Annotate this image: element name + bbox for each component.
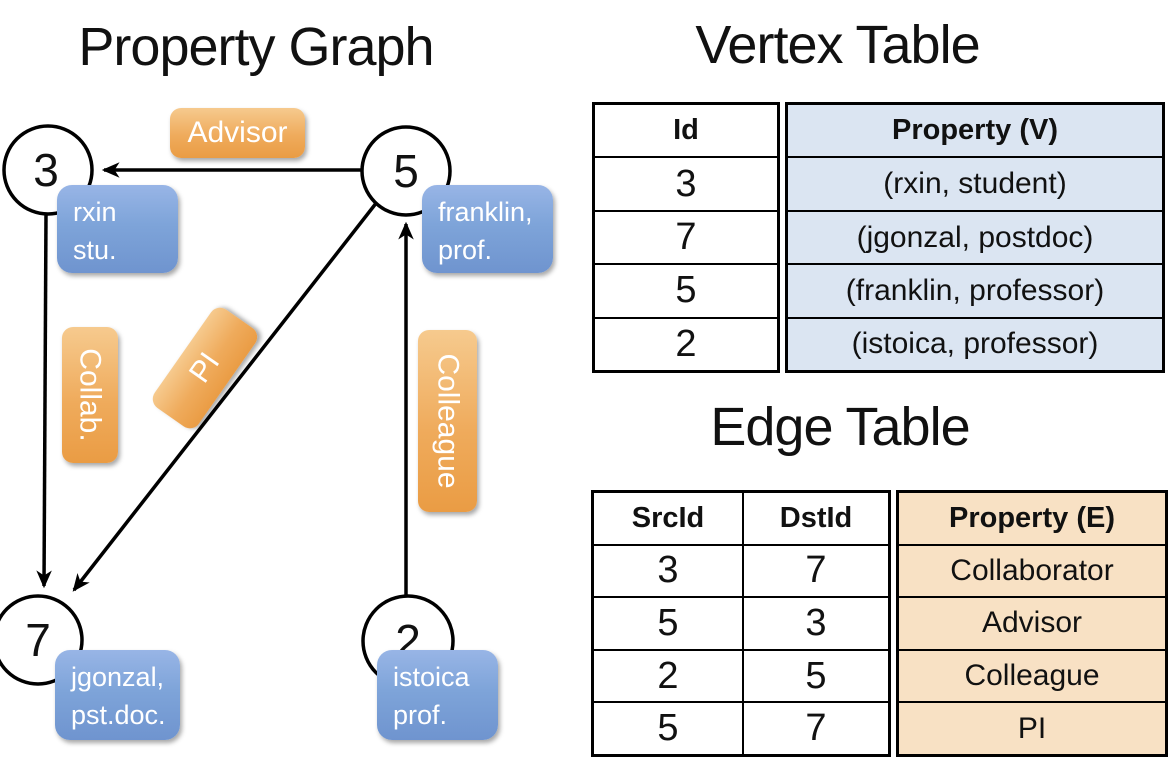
- vertex-table-id-cell: 2: [675, 322, 697, 365]
- edge-5-7: [72, 200, 379, 592]
- vertex-table-id-header: Id: [595, 105, 777, 159]
- edge-table-title: Edge Table: [710, 397, 970, 457]
- vertex-label-5-line2: prof.: [438, 234, 493, 265]
- property-graph-panel: Property Graph 3 5 7 2 rxin stu. frankli…: [0, 17, 553, 740]
- edge-table-property-header: Property (E): [899, 493, 1165, 546]
- vertex-table-property-cell: (franklin, professor): [788, 265, 1162, 319]
- edge-label-colleague-text: Colleague: [431, 353, 465, 489]
- vertex-label-3-line1: rxin: [73, 197, 117, 227]
- vertex-table-property-column: Property (V) (rxin, student) (jgonzal, p…: [785, 102, 1165, 373]
- edge-label-pi-text: PI: [182, 346, 227, 389]
- vertex-label-2-line2: prof.: [393, 699, 448, 730]
- edge-table-row: 5 3: [594, 598, 888, 651]
- edge-table-row: 5 7: [594, 703, 888, 754]
- vertex-id-3: 3: [33, 144, 59, 196]
- edge-table-src-dst-columns: SrcId DstId 3 7 5 3 2 5 5 7: [591, 490, 891, 757]
- edge-label-collab: Collab.: [62, 327, 118, 463]
- vertex-label-7-line2: pst.doc.: [71, 699, 166, 730]
- vertex-label-3: rxin stu.: [57, 185, 178, 273]
- vertex-table-id-cell: 5: [595, 265, 777, 319]
- vertex-label-5: franklin, prof.: [422, 185, 553, 273]
- vertex-table-property-cell: (jgonzal, postdoc): [788, 212, 1162, 266]
- vertex-table-id-column: Id 3 7 5 2: [592, 102, 780, 373]
- edge-table-src-cell: 5: [594, 703, 744, 754]
- edge-table-dst-cell: 3: [805, 601, 827, 644]
- property-graph-title: Property Graph: [78, 17, 434, 77]
- vertex-label-5-line1: franklin,: [438, 197, 533, 227]
- edge-table-srcid-header: SrcId: [594, 493, 744, 544]
- edge-label-colleague: Colleague: [418, 330, 477, 512]
- vertex-label-3-line2: stu.: [73, 234, 117, 265]
- edge-table-property-cell: Advisor: [899, 598, 1165, 651]
- edge-table-property-column: Property (E) Collaborator Advisor Collea…: [896, 490, 1168, 757]
- edge-table-property-cell: Collaborator: [899, 546, 1165, 599]
- edge-table-row: 3 7: [594, 545, 888, 599]
- edge-label-advisor-text: Advisor: [187, 116, 288, 149]
- vertex-label-2: istoica prof.: [377, 650, 498, 740]
- edge-table-dstid-header: DstId: [779, 501, 853, 534]
- edge-table-src-cell: 3: [594, 545, 744, 597]
- edge-table-header-row: SrcId DstId: [594, 493, 888, 546]
- edge-table-dst-cell: 7: [805, 707, 827, 750]
- edge-label-collab-text: Collab.: [74, 348, 108, 442]
- edge-table-src-cell: 5: [594, 598, 744, 649]
- vertex-table-property-header: Property (V): [788, 105, 1162, 159]
- edge-table-dst-cell: 7: [805, 549, 827, 592]
- vertex-label-7-line1: jgonzal,: [71, 662, 165, 692]
- vertex-label-7: jgonzal, pst.doc.: [55, 650, 180, 740]
- vertex-id-7: 7: [25, 614, 51, 666]
- edge-table-property-cell: PI: [1017, 711, 1047, 745]
- edge-label-advisor: Advisor: [170, 108, 305, 158]
- vertex-label-2-line1: istoica: [393, 662, 470, 692]
- vertex-table-id-cell: 3: [595, 158, 777, 212]
- vertex-table-property-cell: (istoica, professor): [851, 327, 1099, 361]
- edge-table-dst-cell: 5: [805, 654, 827, 697]
- edge-table-row: 2 5: [594, 650, 888, 704]
- vertex-table-id-cell: 7: [595, 212, 777, 266]
- edge-table-src-cell: 2: [594, 650, 744, 702]
- edge-table-property-cell: Colleague: [899, 651, 1165, 704]
- vertex-table-property-cell: (rxin, student): [788, 158, 1162, 212]
- vertex-id-5: 5: [393, 145, 419, 197]
- edge-3-7: [36, 213, 52, 589]
- vertex-table-title: Vertex Table: [695, 15, 980, 75]
